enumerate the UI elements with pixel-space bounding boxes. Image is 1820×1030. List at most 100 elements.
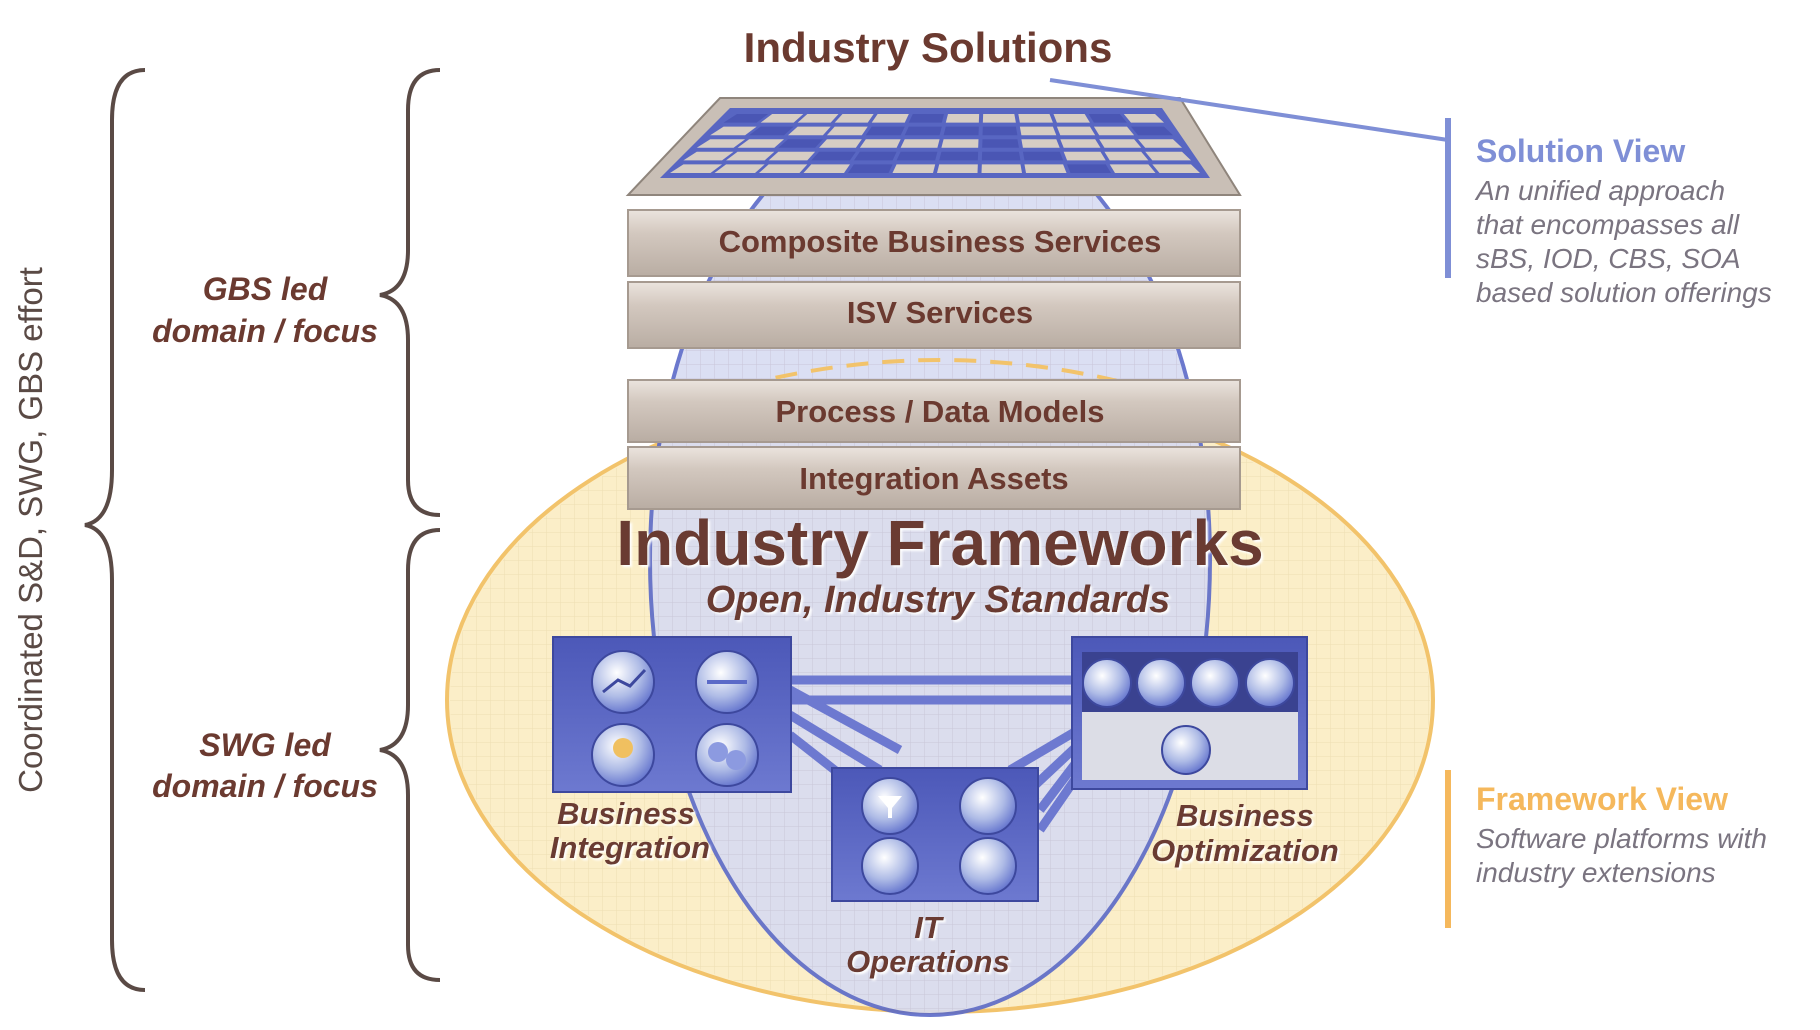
platform-tile [1104,151,1149,161]
platform-tile [941,139,979,148]
platform-tile [710,126,757,136]
platform-tile [1019,126,1057,136]
platform-tile [683,151,734,161]
platform-tile [826,126,868,136]
layer-label-integration: Integration Assets [799,461,1068,496]
platform-tile [834,114,874,123]
platform-tile [943,126,979,136]
it-operations-label-1: IT [914,910,945,945]
framework-subtitle: Open, Industry Standards [706,579,1171,621]
platform-tile [865,126,905,136]
platform-tile [1088,114,1127,123]
platform-tile [803,164,850,173]
dashboard-icon-4 [1245,658,1295,708]
platform-tile [982,114,1016,123]
platform-tile [749,126,794,136]
platform-tile [1138,139,1182,148]
business-optimization-box [1071,636,1308,790]
platform-tile [939,151,979,161]
platform-tile [1109,164,1156,173]
solution-view-line-1: An unified approach [1474,175,1725,206]
platform-tile [981,164,1022,173]
platform-tile [714,164,765,173]
solution-view-line-4: based solution offerings [1476,277,1772,308]
gbs-label-1: GBS led [203,271,329,307]
platform-tile [1053,114,1090,123]
platform-tile [768,151,816,161]
platform-tile [819,139,862,148]
gbs-label-2: domain / focus [152,313,378,349]
industry-solutions-title: Industry Solutions [744,24,1113,71]
platform-grid [670,114,1200,173]
platform-tile [848,164,893,173]
platform-tile [1021,139,1060,148]
layer-process-data: Process / Data Models [627,379,1241,443]
platform-tile [1123,114,1164,123]
platform-tile [892,164,936,173]
framework-view-title: Framework View [1476,781,1728,817]
platform-tile [908,114,944,123]
layer-label-process: Process / Data Models [775,394,1104,429]
platform-tile [1056,126,1096,136]
solution-callout-line [1049,78,1449,142]
swg-brace [379,528,441,982]
platform-tile [788,126,831,136]
platform-tile [1099,139,1142,148]
platform-tile [670,164,723,173]
platform-tile [1152,164,1200,173]
layer-label-composite: Composite Business Services [719,224,1162,259]
business-optimization-label-2: Optimization [1151,833,1339,868]
business-integration-label-2: Integration [550,830,710,865]
platform-tile [904,126,942,136]
dashboard-icon-1 [1082,658,1132,708]
it-operations-box [831,767,1039,902]
platform-tile [896,151,938,161]
platform-tile [723,114,769,123]
platform-tile [982,126,1018,136]
platform-tile [737,139,784,148]
platform-tile [726,151,775,161]
solution-platform [625,97,1242,196]
dashboard-icon-2 [1136,658,1186,708]
platform-tile [900,139,940,148]
platform-tile [1018,114,1053,123]
platform-tile [696,139,746,148]
platform-tile [1067,164,1111,173]
platform-tile [1145,151,1191,161]
globe-icon [861,837,919,895]
platform-tile [811,151,856,161]
platform-tile [853,151,897,161]
solution-view-title: Solution View [1476,133,1685,169]
platform-tile [1130,126,1173,136]
platform-tile [982,139,1019,148]
platform-tile [760,114,804,123]
swg-label-2: domain / focus [152,768,378,804]
business-integration-label-1: Business [557,796,695,831]
platform-tile [945,114,980,123]
outer-brace [84,68,146,992]
framework-title: Industry Frameworks [616,507,1263,579]
tool-icon [959,837,1017,895]
platform-tile [1060,139,1101,148]
swirl-icon [959,777,1017,835]
coordinated-effort-label: Coordinated S&D, SWG, GBS effort [12,267,49,793]
platform-tile [937,164,978,173]
platform-tile [778,139,823,148]
platform-tile [797,114,839,123]
platform-tile [1093,126,1135,136]
layer-composite: Composite Business Services [627,209,1241,277]
platform-tile [1022,151,1064,161]
framework-view-line-1: Software platforms with [1476,823,1767,854]
analytics-icon [1161,725,1211,775]
platform-tile [1063,151,1106,161]
platform-tile [1024,164,1067,173]
platform-tile [981,151,1021,161]
platform-tile [859,139,901,148]
business-optimization-label-1: Business [1176,798,1314,833]
solution-view-line-2: that encompasses all [1476,209,1740,240]
layer-isv: ISV Services [627,281,1241,349]
solution-view-line-3: sBS, IOD, CBS, SOA [1476,243,1741,274]
swg-label-1: SWG led [199,727,332,763]
